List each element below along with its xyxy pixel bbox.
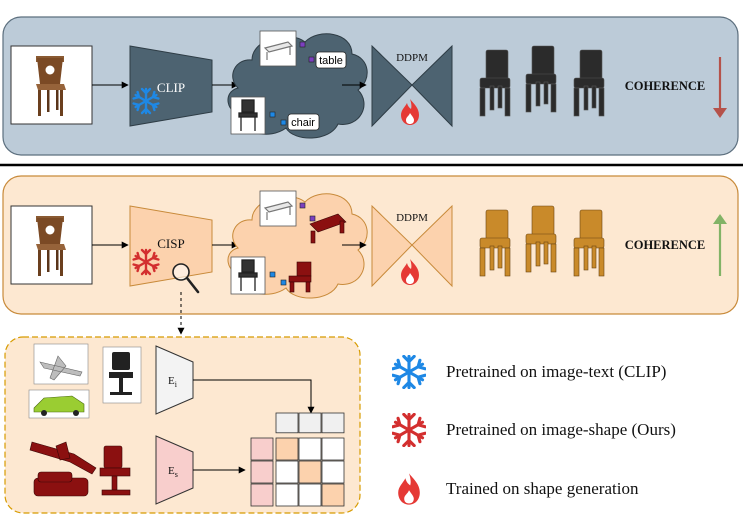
magnifier-icon [172,263,200,294]
blue-snowflake-icon [392,355,426,389]
shape-encoder-label: E [168,465,175,477]
image-embedding-arrow [193,379,315,414]
image-embedding-cell [321,412,345,434]
top-ddpm-decoder: DDPM [371,44,453,128]
bottom-metric-label: COHERENCE [625,238,706,252]
bottom-encoder-label: CISP [157,236,184,251]
top-decoder-label: DDPM [396,52,428,64]
bottom-cisp-encoder: CISP [129,205,213,287]
top-encoder-label: CLIP [157,80,185,95]
bottom-decoder-label: DDPM [396,212,428,224]
legend-item-ours: Pretrained on image-shape (Ours) [392,413,676,447]
shape-embedding-cell [250,483,274,507]
similarity-cell [275,437,299,461]
similarity-cell [321,483,345,507]
image-embedding-cell [275,412,299,434]
image-encoder: Ei [155,345,194,415]
top-input-image [10,45,93,125]
legend-item-clip: Pretrained on image-text (CLIP) [392,355,666,389]
image-encoder-label: E [168,375,175,387]
bottom-embedding-cloud [227,190,368,299]
legend-item-generation: Trained on shape generation [392,472,638,506]
top-embedding-cloud: table chair [227,30,368,139]
red-snowflake-icon [392,413,426,447]
similarity-cell [321,460,345,484]
shape-encoder: Es [155,435,194,505]
svg-text:Ei: Ei [168,375,178,389]
legend-text-clip: Pretrained on image-text (CLIP) [446,362,667,381]
similarity-cell [298,483,322,507]
detail-shape-voxels [29,441,131,497]
similarity-cell [275,460,299,484]
shape-encoder-subscript: s [175,470,178,479]
legend-text-ours: Pretrained on image-shape (Ours) [446,420,676,439]
similarity-cell [275,483,299,507]
image-encoder-subscript: i [175,380,178,389]
legend-text-generation: Trained on shape generation [446,479,639,498]
detail-image-thumbnails [28,343,142,419]
bottom-ddpm-decoder: DDPM [371,204,453,288]
shape-embedding-cell [250,460,274,484]
similarity-matrix [250,412,345,507]
flame-icon [398,473,420,505]
shape-embedding-cell [250,437,274,461]
top-clip-encoder: CLIP [129,45,213,127]
coherence-up-arrowhead [713,214,727,224]
tag-table: table [319,55,343,67]
top-metric-label: COHERENCE [625,79,706,93]
similarity-cell [298,437,322,461]
similarity-cell [321,437,345,461]
similarity-cell [298,460,322,484]
bottom-input-image [10,205,93,285]
tag-chair: chair [291,117,315,129]
image-embedding-cell [298,412,322,434]
coherence-down-arrowhead [713,108,727,118]
svg-text:Es: Es [168,465,178,479]
